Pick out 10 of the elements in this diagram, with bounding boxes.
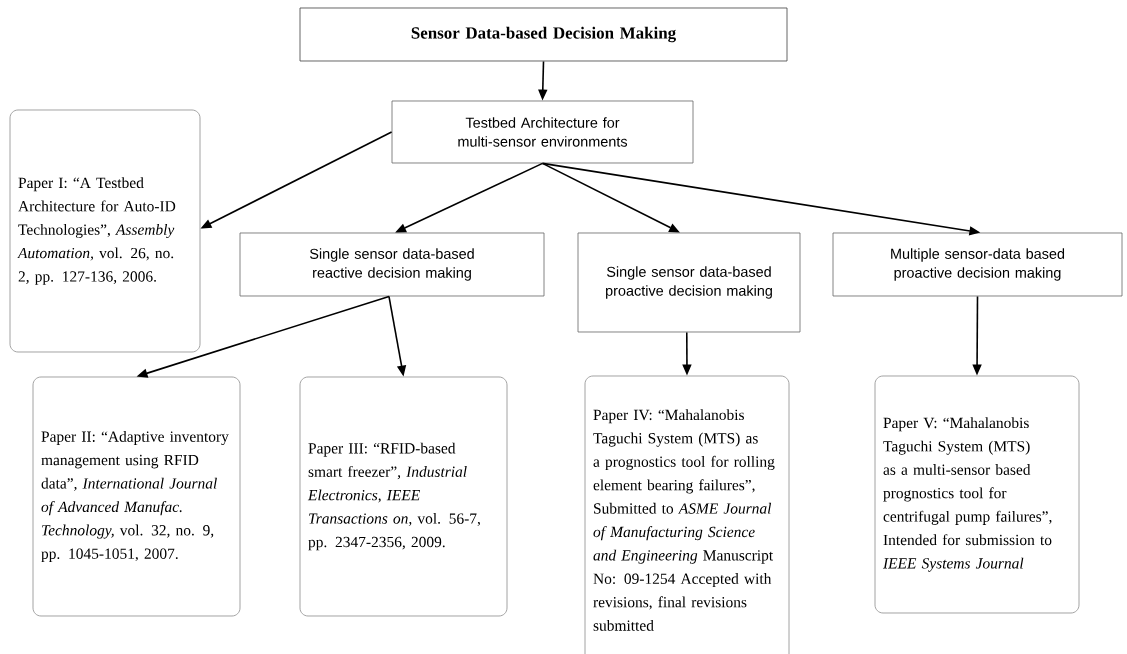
process-box: Multiple sensor-data based proactive decision making [832, 232, 1123, 297]
process-box: Single sensor data-based proactive decision making [577, 232, 801, 333]
process-box: Testbed Architecture for multi-sensor environments [391, 100, 694, 164]
paper-box: Paper III: “RFID-based smart freezer”, Industrial Electronics, IEEE Transactions on, vol. 56-7, pp. 2347-2356, 2009. [299, 376, 508, 617]
paper-box: Paper I: “A Testbed Architecture for Auto-ID Technologies”, Assembly Automation, vol. 26, no. 2, pp. 127-136, 2006. [9, 109, 201, 353]
process-box: Single sensor data-based reactive decision making [239, 232, 545, 297]
paper-box: Paper II: “Adaptive inventory management using RFID data”, International Journal of Advanced Manufac. Technology, vol. 32, no. 9, pp. 1045-1051, 2007. [32, 376, 241, 617]
title-box: Sensor Data-based Decision Making [299, 7, 788, 62]
paper-box: Paper V: “Mahalanobis Taguchi System (MTS) as a multi-sensor based prognostics tool for centrifugal pump failures”, Intended for submission to IEEE Systems Journal [874, 375, 1080, 614]
paper-box: Paper IV: “Mahalanobis Taguchi System (MTS) as a prognostics tool for rolling element bearing failures”, Submitted to ASME Journal of Manufacturing Science and Engineering Manuscript No: 09-1254 Accepted with revisions, final revisions submitted [584, 375, 790, 654]
